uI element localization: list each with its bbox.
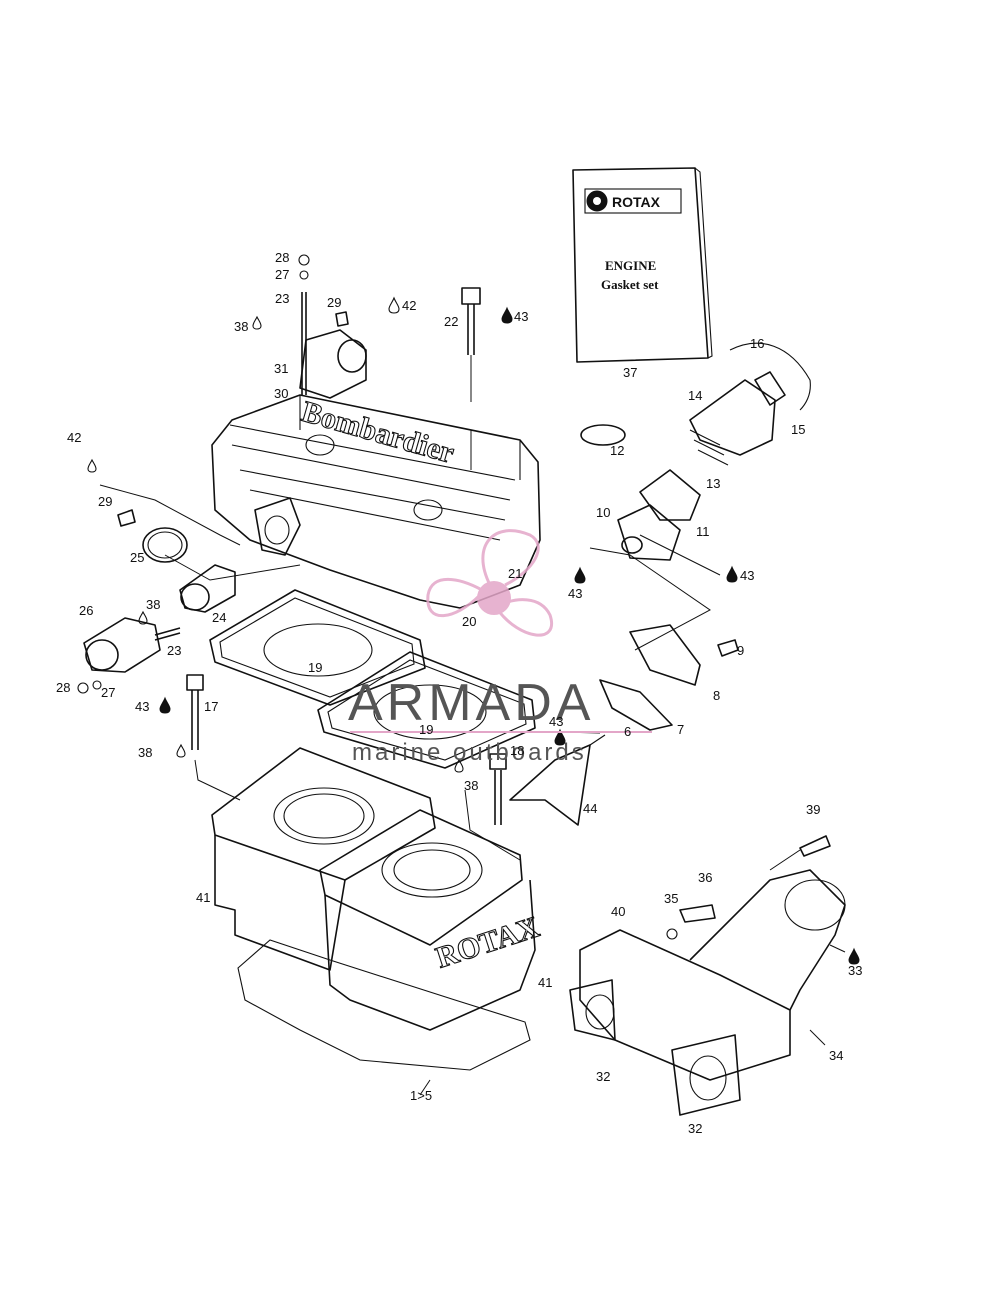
drop-icon [176, 743, 186, 758]
propeller-logo-icon [426, 529, 554, 637]
drop-icon [159, 696, 171, 714]
manual-brand: ROTAX [612, 194, 661, 210]
callout-27: 27 [275, 267, 289, 282]
manual-title-line1: ENGINE [605, 258, 656, 273]
callout-43-right: 43 [740, 568, 754, 583]
callout-43: 43 [514, 309, 528, 324]
drop-icon [848, 947, 860, 965]
callout-43-bolt: 43 [135, 699, 149, 714]
callout-29-left: 29 [98, 494, 112, 509]
cylinder-head: Bombardier [211, 329, 541, 609]
callout-35: 35 [664, 891, 678, 906]
callout-28-lower: 28 [56, 680, 70, 695]
gasket-set-manual: ROTAX ENGINE Gasket set [572, 167, 713, 363]
callout-20: 20 [462, 614, 476, 629]
callout-44: 44 [583, 801, 597, 816]
rotax-gear-logo-icon [586, 190, 608, 212]
drop-icon [454, 758, 464, 773]
watermark-name: ARMADA [348, 674, 594, 732]
drop-icon [554, 728, 566, 746]
callout-32-bottom: 32 [688, 1121, 702, 1136]
callout-23-thermo: 23 [167, 643, 181, 658]
callout-41-right: 41 [538, 975, 552, 990]
callout-28: 28 [275, 250, 289, 265]
head-gaskets [209, 589, 536, 769]
drop-icon [138, 610, 148, 625]
callout-39: 39 [806, 802, 820, 817]
drop-icon [87, 458, 97, 473]
callout-18: 18 [510, 743, 524, 758]
callout-labels: 28 27 23 38 29 42 22 43 31 30 37 16 14 1… [56, 250, 862, 1136]
callout-19-lower: 19 [419, 722, 433, 737]
callout-16: 16 [750, 336, 764, 351]
leader-lines [99, 355, 846, 1096]
callout-25: 25 [130, 550, 144, 565]
armada-watermark: ARMADA marine outboards [348, 529, 652, 766]
callout-26: 26 [79, 603, 93, 618]
callout-8: 8 [713, 688, 720, 703]
callout-42-left: 42 [67, 430, 81, 445]
callout-33: 33 [848, 963, 862, 978]
callout-31: 31 [274, 361, 288, 376]
callout-21: 21 [508, 566, 522, 581]
callout-22: 22 [444, 314, 458, 329]
callout-38: 38 [234, 319, 248, 334]
drop-icon [501, 306, 513, 324]
rave-valve-assembly [509, 342, 811, 826]
callout-11: 11 [696, 524, 710, 539]
callout-23: 23 [275, 291, 289, 306]
callout-38-right: 38 [464, 778, 478, 793]
lubricant-drop-icons [87, 296, 860, 965]
callout-38-thermo: 38 [146, 597, 160, 612]
callout-12: 12 [610, 443, 624, 458]
exhaust-manifold [569, 835, 846, 1116]
callout-30: 30 [274, 386, 288, 401]
callout-29: 29 [327, 295, 341, 310]
callout-13: 13 [706, 476, 720, 491]
drop-icon [252, 315, 262, 330]
callout-36: 36 [698, 870, 712, 885]
callout-40: 40 [611, 904, 625, 919]
callout-32-left: 32 [596, 1069, 610, 1084]
callout-5: 1>5 [410, 1088, 432, 1103]
callout-42: 42 [402, 298, 416, 313]
callout-38-bolt: 38 [138, 745, 152, 760]
watermark-tagline: marine outboards [352, 739, 587, 766]
cylinder-lettering: ROTAX [432, 910, 543, 974]
callout-37: 37 [623, 365, 637, 380]
fasteners [77, 254, 507, 825]
manual-title-line2: Gasket set [601, 277, 659, 292]
callout-34: 34 [829, 1048, 843, 1063]
callout-9: 9 [737, 643, 744, 658]
callout-27-lower: 27 [101, 685, 115, 700]
drop-icon [574, 566, 586, 584]
callout-17: 17 [204, 699, 218, 714]
head-lettering: Bombardier [298, 395, 458, 470]
thermostat-assembly [83, 527, 236, 673]
callout-43-valve: 43 [568, 586, 582, 601]
callout-24: 24 [212, 610, 226, 625]
callout-10: 10 [596, 505, 610, 520]
callout-7: 7 [677, 722, 684, 737]
callout-19-upper: 19 [308, 660, 322, 675]
cylinders: ROTAX [211, 747, 544, 1071]
callout-41-left: 41 [196, 890, 210, 905]
callout-14: 14 [688, 388, 702, 403]
callout-15: 15 [791, 422, 805, 437]
callout-43-center: 43 [549, 714, 563, 729]
drop-icon [726, 565, 738, 583]
callout-6: 6 [624, 724, 631, 739]
drop-icon [388, 296, 400, 314]
